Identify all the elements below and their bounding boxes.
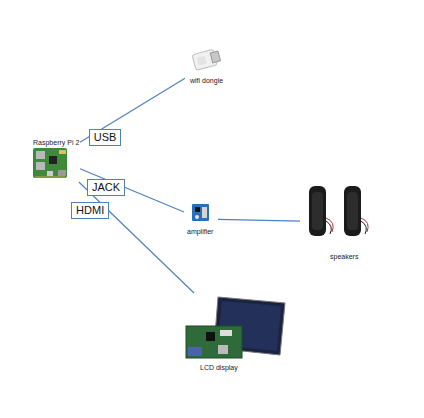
- amplifier-node: amplifier: [184, 200, 218, 238]
- display-node: LCD display: [183, 293, 288, 373]
- component-caption: amplifier: [187, 228, 213, 236]
- component-caption: speakers: [330, 253, 358, 261]
- port-label: USB: [89, 129, 122, 146]
- dongle-node: wifi dongle: [185, 46, 225, 86]
- cable-line: [79, 182, 194, 293]
- component-caption: LCD display: [200, 364, 238, 372]
- board-node: Raspberry Pi 2: [28, 134, 80, 182]
- component-caption: wifi dongle: [190, 77, 223, 85]
- cable-stroke: [218, 219, 300, 221]
- lcd-display-image: [186, 297, 285, 358]
- cable-stroke: [79, 182, 194, 293]
- amplifier-image: [192, 204, 209, 221]
- speaker-node: speakers: [300, 183, 375, 261]
- port-label: JACK: [87, 179, 125, 196]
- cable-line: [218, 219, 300, 221]
- wifi-dongle-image: [192, 48, 221, 70]
- port-label: HDMI: [71, 202, 109, 219]
- speakers-image: [309, 186, 368, 236]
- raspberry-pi-image: [33, 148, 67, 178]
- component-caption: Raspberry Pi 2: [33, 139, 79, 147]
